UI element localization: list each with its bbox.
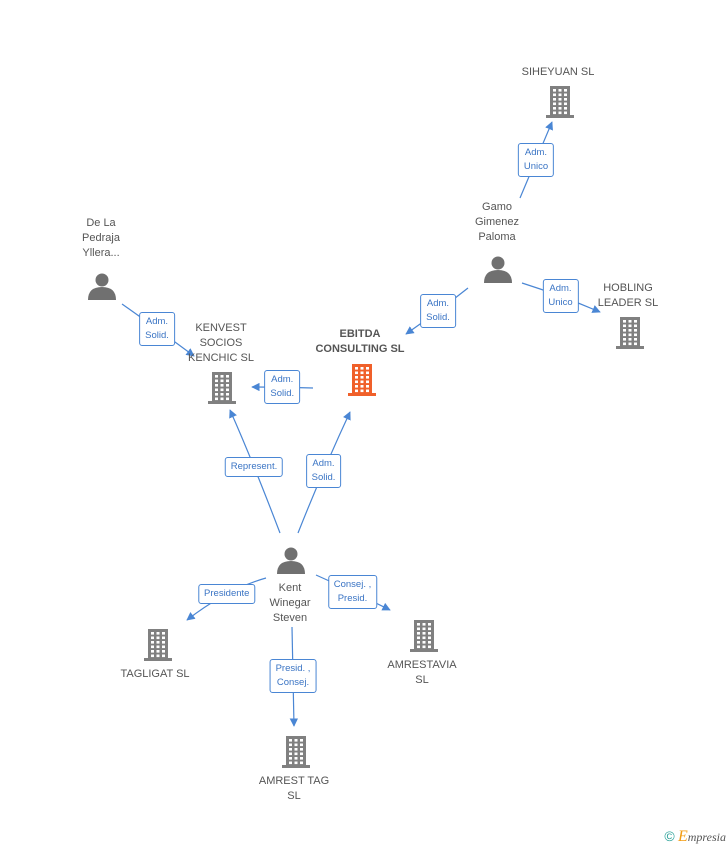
building-icon-ebitda[interactable] bbox=[348, 364, 376, 396]
edge-label-ebitda-to-kenvest[interactable]: Adm. Solid. bbox=[264, 370, 301, 405]
edge-label-gamo-to-ebitda[interactable]: Adm. Solid. bbox=[420, 294, 456, 328]
edge-label-kent-to-ebitda[interactable]: Adm. Solid. bbox=[305, 454, 342, 489]
node-label-tagligat[interactable]: TAGLIGAT SL bbox=[120, 668, 190, 680]
node-label-ebitda[interactable]: EBITDA CONSULTING SL bbox=[315, 328, 405, 355]
edge-label-kent-to-tagligat[interactable]: Presidente bbox=[198, 584, 256, 604]
edge-label-gamo-to-hobling[interactable]: Adm. Unico bbox=[542, 279, 579, 314]
node-label-delapedraja[interactable]: De La Pedraja Yllera... bbox=[82, 217, 120, 259]
node-label-siheyuan[interactable]: SIHEYUAN SL bbox=[521, 66, 595, 78]
building-icon-hobling[interactable] bbox=[616, 317, 644, 349]
brand-logo: Empresia bbox=[677, 828, 726, 845]
building-icon-tagligat[interactable] bbox=[144, 629, 172, 661]
person-icon-delapedraja[interactable] bbox=[88, 273, 116, 301]
building-icon-kenvest[interactable] bbox=[208, 372, 236, 404]
edge-label-delapedraja-to-kenvest[interactable]: Adm. Solid. bbox=[139, 312, 175, 346]
edge-label-gamo-to-siheyuan[interactable]: Adm. Unico bbox=[517, 143, 555, 177]
node-label-amrestavia[interactable]: AMRESTAVIA SL bbox=[387, 659, 457, 686]
node-label-gamo[interactable]: Gamo Gimenez Paloma bbox=[474, 201, 520, 243]
person-icon-gamo[interactable] bbox=[484, 256, 512, 284]
building-icon-siheyuan[interactable] bbox=[546, 86, 574, 118]
node-label-kent[interactable]: Kent Winegar Steven bbox=[269, 582, 311, 624]
edge-label-kent-to-amrestavia[interactable]: Consej. , Presid. bbox=[327, 574, 378, 609]
node-label-hobling[interactable]: HOBLING LEADER SL bbox=[597, 282, 659, 309]
person-icon-kent[interactable] bbox=[277, 547, 305, 575]
node-label-amresttag[interactable]: AMREST TAG SL bbox=[258, 775, 330, 802]
building-icon-amresttag[interactable] bbox=[282, 736, 310, 768]
footer-brand: © Empresia bbox=[664, 828, 726, 846]
node-label-kenvest[interactable]: KENVEST SOCIOS KENCHIC SL bbox=[187, 322, 255, 364]
edge-label-kent-to-amresttag[interactable]: Presid. , Consej. bbox=[269, 658, 317, 693]
building-icon-amrestavia[interactable] bbox=[410, 620, 438, 652]
edge-label-kent-to-kenvest[interactable]: Represent. bbox=[224, 456, 284, 477]
copyright-icon: © bbox=[664, 828, 675, 844]
